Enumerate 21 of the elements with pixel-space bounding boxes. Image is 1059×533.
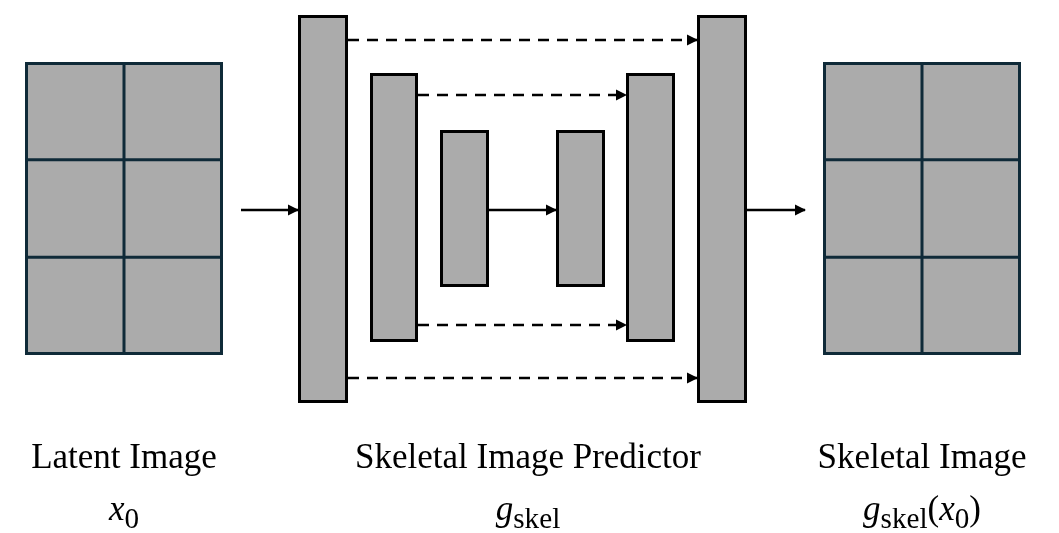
math-label: x$_{0}$ — [108, 490, 140, 533]
image-grid — [25, 62, 223, 355]
layer-bar — [556, 130, 605, 287]
layer-bar — [697, 15, 747, 403]
arrow — [489, 204, 558, 216]
arrow — [747, 204, 807, 216]
skip-connection-arrow — [348, 34, 699, 46]
caption-text: Skeletal Image — [817, 438, 1027, 477]
layer-bar — [626, 73, 675, 342]
skip-connection-arrow — [418, 89, 628, 101]
skip-connection-arrow — [348, 372, 699, 384]
caption-text: Latent Image — [31, 438, 217, 477]
math-label: g$_{skel}$ — [495, 490, 561, 533]
caption-text: Skeletal Image Predictor — [355, 438, 701, 477]
arrow — [241, 204, 300, 216]
skip-connection-arrow — [418, 319, 628, 331]
layer-bar — [298, 15, 348, 403]
layer-bar — [370, 73, 418, 342]
layer-bar — [440, 130, 489, 287]
image-grid — [823, 62, 1021, 355]
math-label: g$_{skel}$(x$_{0}$) — [863, 490, 981, 533]
